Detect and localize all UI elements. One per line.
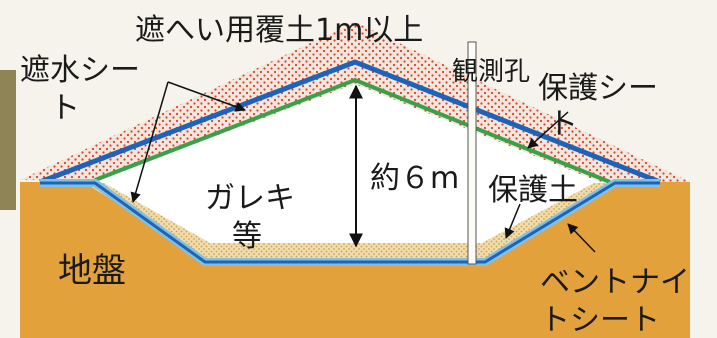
rubble-label-line2: 等 xyxy=(232,219,262,254)
protection-soil-label: 保護土 xyxy=(488,173,578,208)
rubble-label-line1: ガレキ xyxy=(205,181,295,216)
ground-label: 地盤 xyxy=(58,251,126,291)
protection-soil-dots xyxy=(85,183,610,258)
bentonite-sheet-label-line2: トシート xyxy=(540,303,660,338)
protection-sheet-line xyxy=(94,77,611,184)
ground-left-strip xyxy=(0,70,16,210)
bentonite-sheet-leader xyxy=(567,223,596,253)
observation-hole xyxy=(467,41,477,265)
protection-sheet-label-line1: 保護シー xyxy=(538,71,658,106)
waterproof-leader-upper xyxy=(167,81,246,112)
protection-sheet-leader xyxy=(527,111,569,149)
protection-soil-leader xyxy=(504,203,521,239)
waterproof-leader-lower xyxy=(130,81,169,204)
bentonite-sheet-inner xyxy=(40,181,660,264)
bentonite-sheet-label-line1: ベントナイ xyxy=(540,265,690,300)
waterproof-sheet-label-line2: ト xyxy=(50,91,80,126)
protection-sheet-label-line2: ト xyxy=(548,107,578,142)
height-label: 約６m xyxy=(370,161,459,196)
waterproof-sheet-label-line1: 遮水シー xyxy=(20,53,140,88)
waterproof-sheet-upper xyxy=(39,59,661,185)
observation-hole-label: 観測孔 xyxy=(452,57,530,87)
ground-body xyxy=(20,180,690,338)
cover-soil-label: 遮へい用覆土1m以上 xyxy=(135,13,423,48)
